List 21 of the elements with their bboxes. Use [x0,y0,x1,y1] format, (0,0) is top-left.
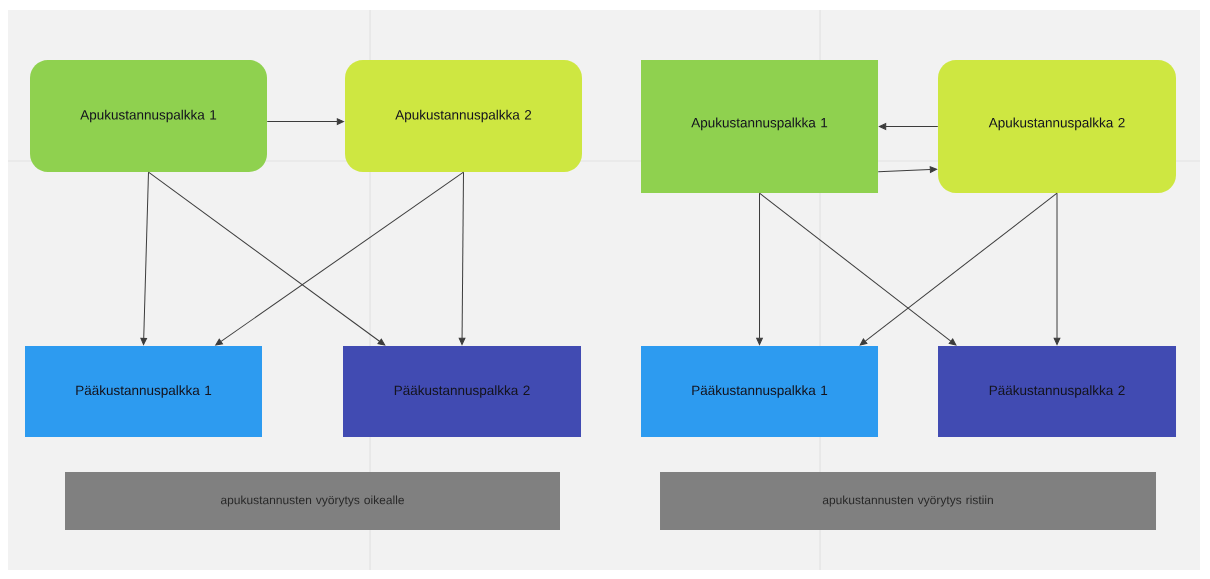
caption-box: apukustannusten vyörytys oikealle [65,472,560,530]
rounded-box: Apukustannuspalkka 2 [938,60,1176,193]
arrow [759,192,957,346]
process-box: Apukustannuspalkka 1 [641,60,878,193]
arrow [148,171,386,346]
arrow [458,171,466,346]
arrow [859,192,1058,346]
caption-box: apukustannusten vyörytys ristiin [660,472,1156,530]
process-box: Pääkustannuspalkka 2 [343,346,581,437]
arrow [215,171,464,346]
process-box: Pääkustannuspalkka 2 [938,346,1176,437]
arrow [877,166,938,173]
rounded-box: Apukustannuspalkka 2 [345,60,582,172]
rounded-box: Apukustannuspalkka 1 [30,60,267,172]
arrow [266,118,345,125]
process-box: Pääkustannuspalkka 1 [641,346,878,437]
arrow [140,171,149,346]
arrow [878,123,939,130]
arrow [1053,192,1061,346]
arrow [756,192,763,346]
process-box: Pääkustannuspalkka 1 [25,346,262,437]
